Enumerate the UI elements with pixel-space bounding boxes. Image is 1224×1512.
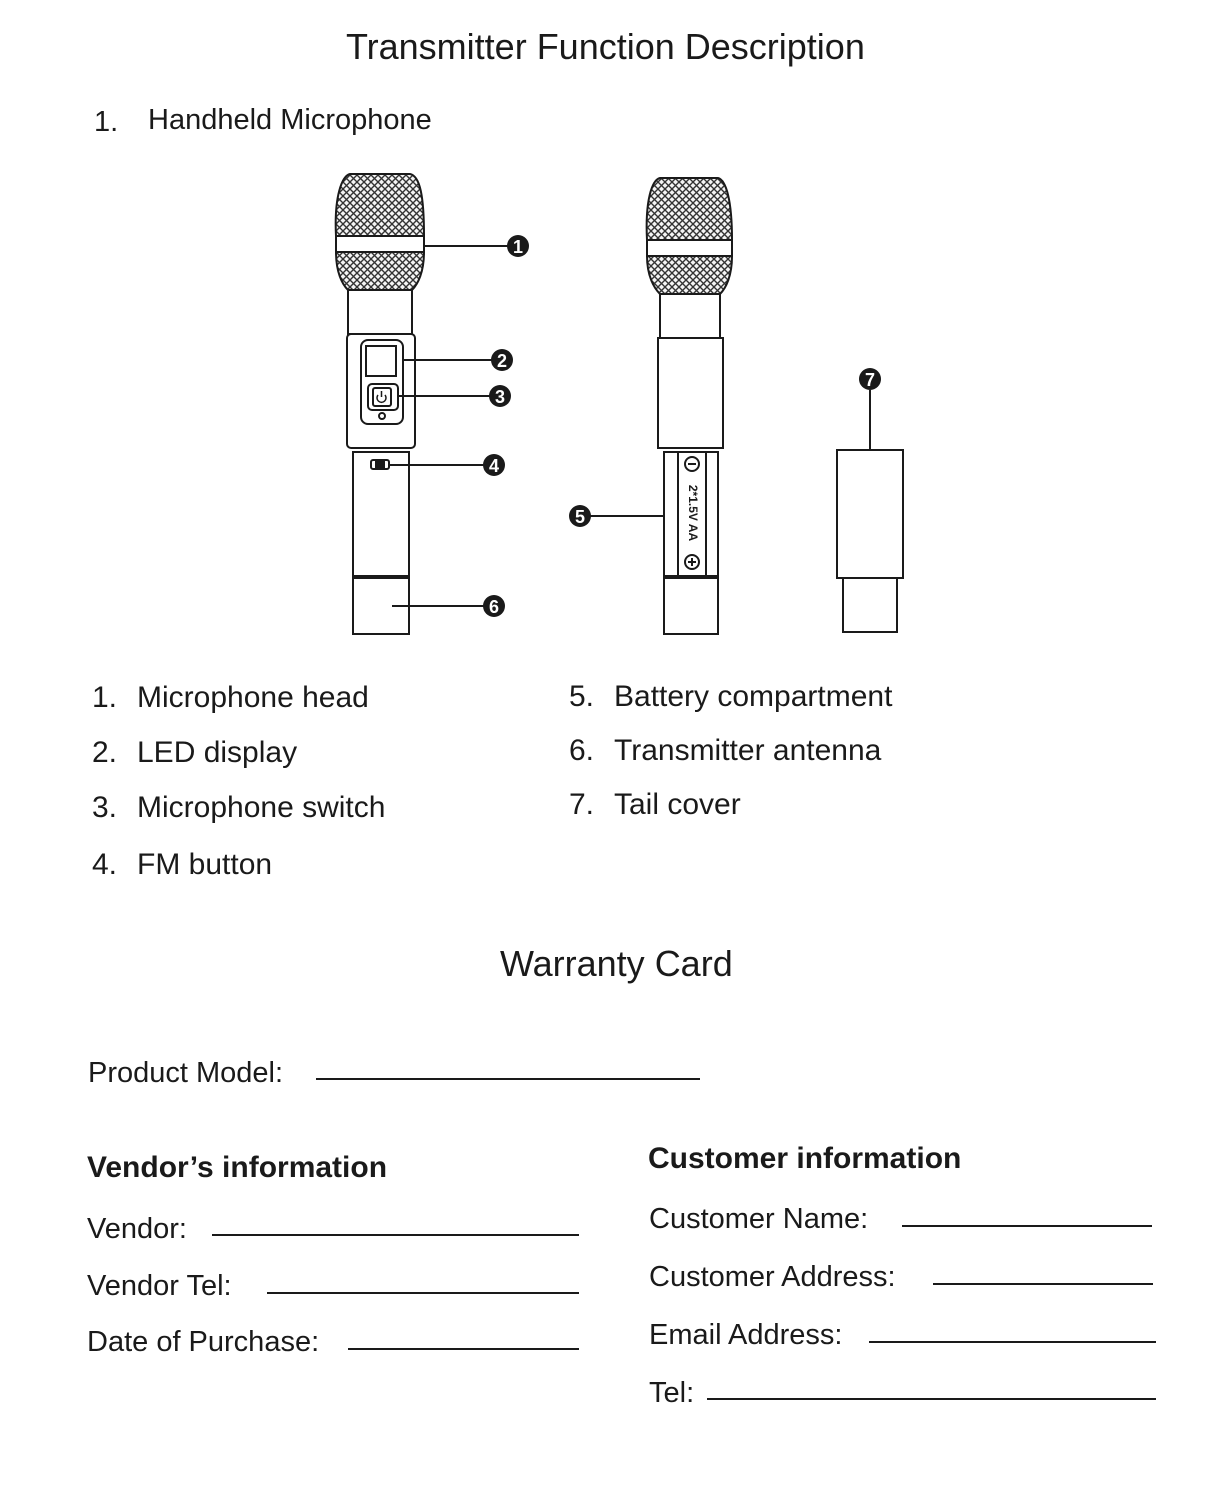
svg-text:6: 6 xyxy=(489,597,499,617)
svg-text:2: 2 xyxy=(497,351,507,371)
part-label: FM button xyxy=(137,848,273,881)
tel-line[interactable] xyxy=(707,1398,1156,1400)
vendor-tel-line[interactable] xyxy=(267,1292,579,1294)
microphone-rear xyxy=(645,177,734,635)
part-label: Microphone switch xyxy=(137,791,386,824)
part-number: 5. xyxy=(569,680,595,713)
svg-text:1: 1 xyxy=(513,237,523,257)
tail-cover xyxy=(836,449,904,633)
part-number: 4. xyxy=(92,848,118,881)
tel-label: Tel: xyxy=(649,1377,695,1409)
callout-7: 7 xyxy=(859,368,881,390)
page-title: Transmitter Function Description xyxy=(346,26,865,67)
part-number: 1. xyxy=(92,681,118,714)
part-number: 3. xyxy=(92,791,118,824)
part-label: Transmitter antenna xyxy=(614,734,882,767)
customer-address-line[interactable] xyxy=(933,1283,1153,1285)
callout-6: 6 xyxy=(483,595,505,617)
part-label: LED display xyxy=(137,736,298,769)
part-number: 7. xyxy=(569,788,595,821)
vendor-line[interactable] xyxy=(212,1234,579,1236)
callout-4: 4 xyxy=(483,454,505,476)
svg-text:4: 4 xyxy=(489,456,499,476)
date-of-purchase-line[interactable] xyxy=(348,1348,579,1350)
customer-heading: Customer information xyxy=(648,1142,962,1175)
customer-name-label: Customer Name: xyxy=(649,1203,869,1235)
vendor-label: Vendor: xyxy=(87,1213,187,1245)
part-label: Tail cover xyxy=(614,788,741,821)
battery-label: 2*1.5V AA xyxy=(686,485,700,542)
product-model-line[interactable] xyxy=(316,1078,700,1080)
part-number: 6. xyxy=(569,734,595,767)
callout-3: 3 xyxy=(489,385,511,407)
part-number: 2. xyxy=(92,736,118,769)
vendor-heading: Vendor’s information xyxy=(87,1151,388,1184)
callout-2: 2 xyxy=(491,349,513,371)
email-address-line[interactable] xyxy=(869,1341,1156,1343)
section-number: 1. xyxy=(94,106,119,138)
svg-text:5: 5 xyxy=(575,507,585,527)
email-address-label: Email Address: xyxy=(649,1319,843,1351)
part-label: Battery compartment xyxy=(614,680,893,713)
product-model-label: Product Model: xyxy=(88,1057,284,1089)
callout-1: 1 xyxy=(507,235,529,257)
callout-5: 5 xyxy=(569,505,591,527)
part-label: Microphone head xyxy=(137,681,369,714)
led-display xyxy=(365,345,397,377)
section-title: Handheld Microphone xyxy=(148,104,432,136)
microphone-diagram: 2*1.5V AA 1 2 3 4 5 6 7 xyxy=(334,173,904,635)
customer-name-line[interactable] xyxy=(902,1225,1152,1227)
date-of-purchase-label: Date of Purchase: xyxy=(87,1326,320,1358)
microphone-front xyxy=(334,173,426,635)
customer-address-label: Customer Address: xyxy=(649,1261,896,1293)
svg-text:7: 7 xyxy=(865,370,875,390)
warranty-title: Warranty Card xyxy=(500,943,733,984)
vendor-tel-label: Vendor Tel: xyxy=(87,1270,232,1302)
svg-text:3: 3 xyxy=(495,387,505,407)
